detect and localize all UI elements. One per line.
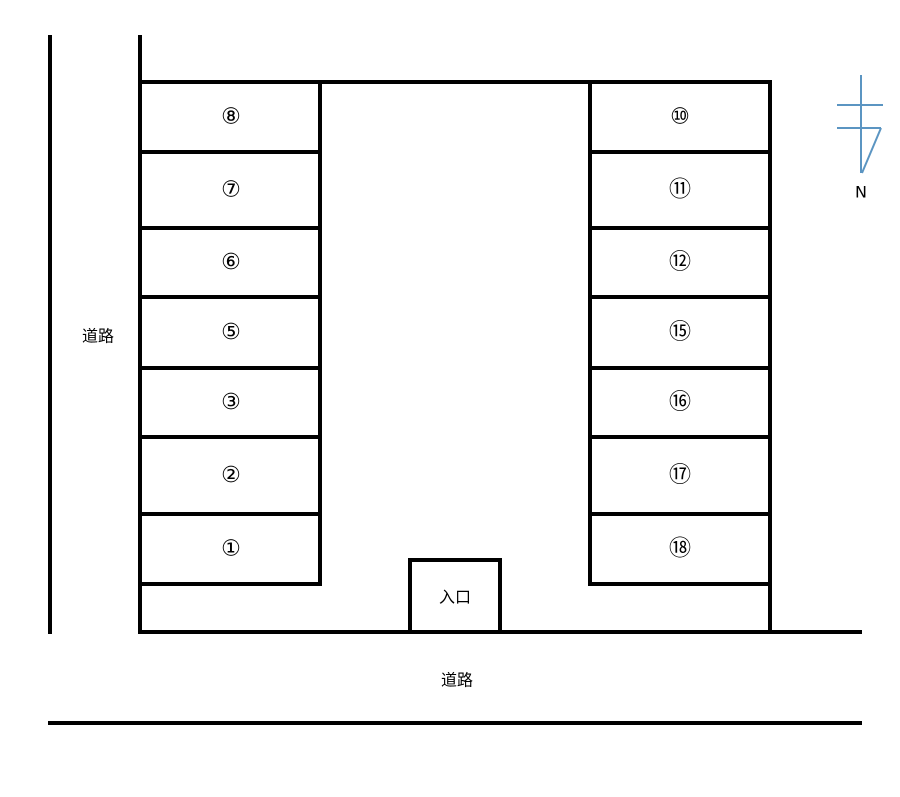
stall-number: ① <box>221 537 241 562</box>
entrance: 入口 <box>408 558 502 634</box>
stall-number: ⑱ <box>669 537 691 562</box>
stall-number: ⑰ <box>669 463 691 488</box>
entrance-box <box>408 558 502 634</box>
parking-stall: ⑯ <box>669 390 691 415</box>
parking-stall: ① <box>221 537 241 562</box>
stall-number: ② <box>221 463 241 488</box>
stall-number: ⑩ <box>670 105 690 130</box>
parking-stall: ⑦ <box>221 178 241 203</box>
parking-stall: ⑫ <box>669 250 691 275</box>
parking-stall: ③ <box>221 390 241 415</box>
parking-stall: ② <box>221 463 241 488</box>
parking-stall: ⑥ <box>221 250 241 275</box>
parking-stall: ⑪ <box>669 178 691 203</box>
stall-number: ⑯ <box>669 390 691 415</box>
stall-number: ⑦ <box>221 178 241 203</box>
stall-number: ⑮ <box>669 320 691 345</box>
parking-stall: ⑮ <box>669 320 691 345</box>
north-label: N <box>855 183 867 202</box>
parking-stall: ⑱ <box>669 537 691 562</box>
stall-number: ⑧ <box>221 105 241 130</box>
stall-number: ⑤ <box>221 320 241 345</box>
stall-number: ⑥ <box>221 250 241 275</box>
parking-stall: ⑧ <box>221 105 241 130</box>
stall-dividers <box>138 80 772 586</box>
stall-number: ⑫ <box>669 250 691 275</box>
parking-stall: ⑤ <box>221 320 241 345</box>
left-road-label: 道路 <box>82 327 114 346</box>
stall-number: ③ <box>221 390 241 415</box>
north-arrow-icon <box>837 75 883 174</box>
bottom-road-label: 道路 <box>441 671 473 690</box>
parking-stall: ⑰ <box>669 463 691 488</box>
parking-stall: ⑩ <box>670 105 690 130</box>
stall-labels: ⑧ ⑦ ⑥ ⑤ ③ ② ① ⑩ ⑪ ⑫ ⑮ ⑯ ⑰ ⑱ <box>221 105 691 562</box>
entrance-label: 入口 <box>439 588 471 607</box>
stall-number: ⑪ <box>669 178 691 203</box>
